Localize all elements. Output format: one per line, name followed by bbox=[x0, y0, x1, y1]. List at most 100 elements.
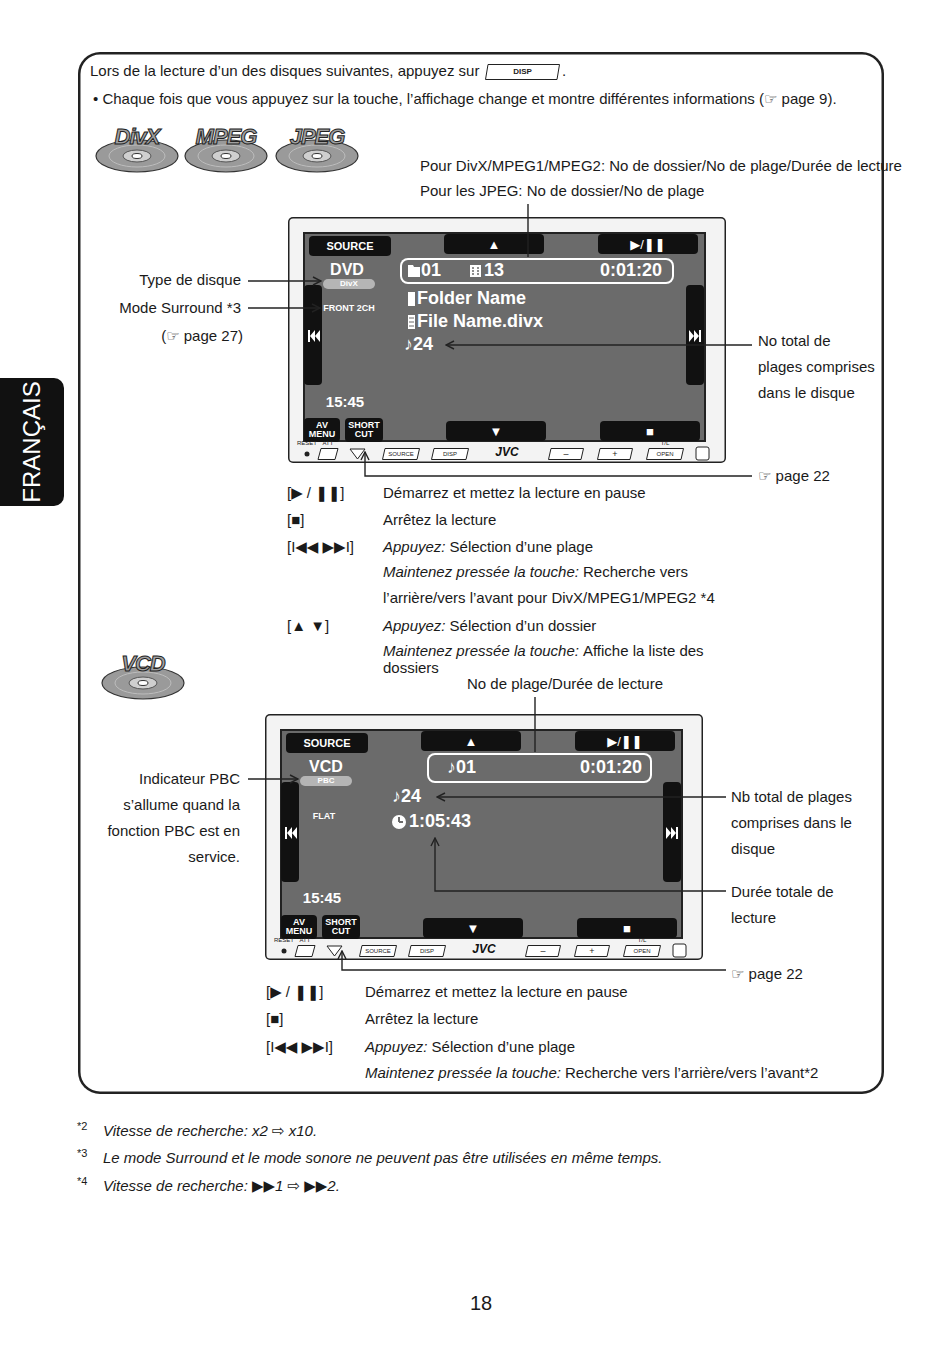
panel-key: T/LOPEN bbox=[646, 440, 684, 460]
drawing-part bbox=[318, 449, 338, 460]
drawing-part bbox=[132, 154, 142, 159]
drawing-part bbox=[409, 318, 414, 326]
text-label: ▲ bbox=[488, 237, 501, 252]
text-label: Maintenez pressée la touche: bbox=[383, 642, 579, 659]
text-label: VCD bbox=[309, 758, 343, 776]
text-label: Durée totale de lecture bbox=[731, 879, 846, 931]
drawing-part bbox=[212, 150, 240, 162]
drawing-part bbox=[549, 449, 584, 460]
drawing-part bbox=[408, 292, 415, 306]
leader-arrow bbox=[248, 307, 320, 308]
text-label: [▶ / ❚❚] bbox=[287, 484, 345, 502]
text-label: ♪24 bbox=[404, 334, 433, 355]
text-label: 01 bbox=[421, 260, 441, 281]
text-label: Vitesse de recherche: x2 ⇨ x10. bbox=[103, 1122, 317, 1140]
leader-arrow bbox=[446, 344, 752, 345]
drawing-part bbox=[624, 946, 661, 957]
drawing-part bbox=[305, 452, 310, 457]
leader-arrow bbox=[248, 280, 321, 281]
text-label: Maintenez pressée la touche: bbox=[365, 1064, 561, 1081]
touch-key: ▶/❚❚ bbox=[575, 731, 675, 751]
status-box: 01 13 0:01:20 bbox=[400, 258, 674, 284]
drawing-part bbox=[123, 150, 151, 162]
text-label: Démarrez et mettez la lecture en pause bbox=[383, 484, 646, 501]
text-label: Nb total de plages comprises dans le dis… bbox=[731, 784, 861, 862]
touch-key: ▼ bbox=[423, 918, 523, 938]
disc-icon: VCD bbox=[101, 655, 186, 701]
text-label: FRANÇAIS bbox=[18, 381, 46, 502]
text-label: 15:45 bbox=[303, 889, 341, 906]
status-box: ♪010:01:20 bbox=[427, 753, 652, 783]
text-label: Maintenez pressée la touche: bbox=[383, 563, 579, 580]
drawing-part bbox=[285, 827, 297, 839]
text-label: ♪24 bbox=[392, 786, 421, 807]
text-label: + bbox=[589, 947, 594, 956]
drawing-part bbox=[248, 204, 752, 970]
text-label: RESET bbox=[274, 937, 294, 943]
text-label: *3 bbox=[77, 1147, 87, 1159]
text-label: Appuyez: bbox=[383, 538, 446, 555]
drawing-part bbox=[470, 265, 481, 277]
touch-key: ▶/❚❚ bbox=[598, 234, 698, 254]
text-label: Démarrez et mettez la lecture en pause bbox=[365, 983, 628, 1000]
drawing-part bbox=[432, 449, 469, 460]
text-label: 0:01:20 bbox=[600, 260, 662, 281]
disc-icon: MPEG bbox=[184, 128, 269, 174]
text-label: DISP bbox=[420, 948, 434, 954]
text-label: 18 bbox=[470, 1292, 492, 1315]
text-label: Sélection d’une plage bbox=[383, 538, 743, 555]
drawing-part bbox=[350, 449, 365, 459]
disc-icon: DivX bbox=[95, 128, 180, 174]
text-label: 1:05:43 bbox=[409, 811, 471, 832]
leader-arrow bbox=[342, 951, 726, 970]
panel-key: – bbox=[548, 448, 584, 460]
panel-key: DISP bbox=[408, 945, 446, 957]
text-label: Pour les JPEG: No de dossier/No de plage bbox=[420, 182, 704, 199]
panel-key: DISP bbox=[431, 448, 469, 460]
text-label: [■] bbox=[266, 1010, 283, 1027]
text-label: AV MENU bbox=[282, 918, 316, 936]
text-label: ▼ bbox=[467, 921, 480, 936]
touch-key: AV MENU bbox=[281, 915, 317, 939]
car-receiver: JVCVCDFLAT♪241:05:4315:45SOURCE▲▶/❚❚♪010… bbox=[265, 714, 703, 960]
text-label: [■] bbox=[287, 511, 304, 528]
touch-key: ■ bbox=[600, 421, 700, 441]
panel-key: SOURCE bbox=[382, 448, 420, 460]
text-label: *4 bbox=[77, 1175, 87, 1187]
text-label: RESET bbox=[297, 440, 317, 446]
drawing-part bbox=[312, 154, 322, 159]
text-label: MPEG bbox=[196, 124, 257, 150]
drawing-part bbox=[129, 677, 157, 689]
text-label: T/L bbox=[638, 937, 647, 943]
text-label: Arrêtez la lecture bbox=[365, 1010, 478, 1027]
car-receiver: JVCDVDFRONT 2CHFolder NameFile Name.divx… bbox=[288, 217, 726, 463]
text-label: 13 bbox=[484, 260, 504, 281]
text-label: T/L bbox=[661, 440, 670, 446]
text-label: Appuyez: bbox=[383, 617, 446, 634]
disc-badge: PBC bbox=[300, 776, 352, 786]
text-label: ATT bbox=[300, 937, 311, 943]
text-label: ■ bbox=[623, 921, 631, 936]
drawing-part bbox=[663, 782, 681, 882]
text-label: OPEN bbox=[633, 948, 650, 954]
text-label: *2 bbox=[77, 1120, 87, 1132]
text-label: ▲ bbox=[465, 734, 478, 749]
text-label: ☞ page 22 bbox=[731, 965, 803, 983]
text-label: No de plage/Durée de lecture bbox=[467, 675, 663, 692]
touch-key: SHORT CUT bbox=[322, 915, 360, 939]
drawing-part bbox=[647, 449, 684, 460]
touch-key: AV MENU bbox=[304, 418, 340, 442]
text-label: FRONT 2CH bbox=[323, 303, 375, 313]
drawing-part bbox=[282, 949, 287, 954]
text-label: Type de disque bbox=[139, 271, 241, 288]
language-tab: FRANÇAIS bbox=[0, 378, 64, 506]
leader-arrow bbox=[248, 778, 298, 779]
panel-key: – bbox=[525, 945, 561, 957]
text-label: Recherche vers l’arrière/vers l’avant*2 bbox=[365, 1064, 875, 1081]
text-label: ▶/❚❚ bbox=[630, 237, 665, 252]
text-label: FLAT bbox=[313, 811, 335, 821]
text-label: SOURCE bbox=[326, 240, 373, 252]
text-label: SOURCE bbox=[303, 737, 350, 749]
drawing-part bbox=[221, 154, 231, 159]
text-label: ♪01 bbox=[447, 757, 476, 778]
